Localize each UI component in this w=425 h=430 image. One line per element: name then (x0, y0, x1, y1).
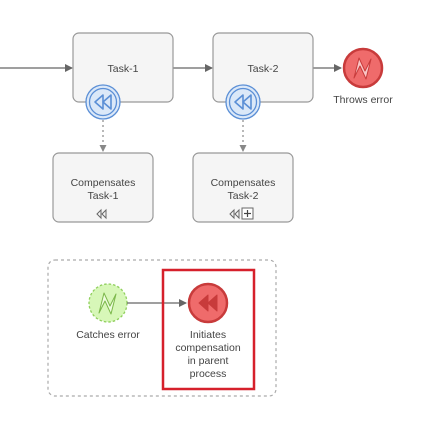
compensation-marker-icon (96, 208, 107, 220)
compensates-task-2-line2: Task-2 (228, 190, 259, 202)
error-icon (353, 57, 372, 80)
initiates-compensation-line2: compensation (175, 342, 241, 354)
rewind-icon (198, 294, 218, 312)
compensates-task-1-line2: Task-1 (88, 190, 119, 202)
compensates-task-2-line1: Compensates (211, 177, 276, 189)
catches-error-label: Catches error (76, 329, 140, 341)
event-subprocess[interactable] (47, 259, 277, 397)
compensates-task-1[interactable]: Compensates Task-1 (52, 152, 154, 223)
throws-error-end-event[interactable] (342, 47, 384, 89)
task-1-label: Task-1 (108, 63, 139, 75)
task-2-label: Task-2 (248, 63, 279, 75)
error-icon (98, 292, 117, 315)
initiates-compensation-line1: Initiates (190, 329, 226, 341)
boundary-compensation-event-task-2[interactable] (225, 84, 261, 120)
highlight-box (161, 268, 256, 391)
compensates-task-1-line1: Compensates (71, 177, 136, 189)
compensates-task-2[interactable]: Compensates Task-2 (192, 152, 294, 223)
rewind-icon (234, 94, 252, 110)
subprocess-plus-icon (241, 207, 254, 220)
compensation-end-event[interactable] (187, 282, 229, 324)
initiates-compensation-line4: process (190, 368, 227, 380)
rewind-icon (94, 94, 112, 110)
initiates-compensation-line3: in parent (188, 355, 229, 367)
boundary-compensation-event-task-1[interactable] (85, 84, 121, 120)
task-2[interactable]: Task-2 (212, 32, 314, 103)
compensation-marker-icon (229, 208, 240, 220)
catches-error-start-event[interactable] (88, 283, 128, 323)
task-1[interactable]: Task-1 (72, 32, 174, 103)
throws-error-label: Throws error (333, 94, 393, 106)
